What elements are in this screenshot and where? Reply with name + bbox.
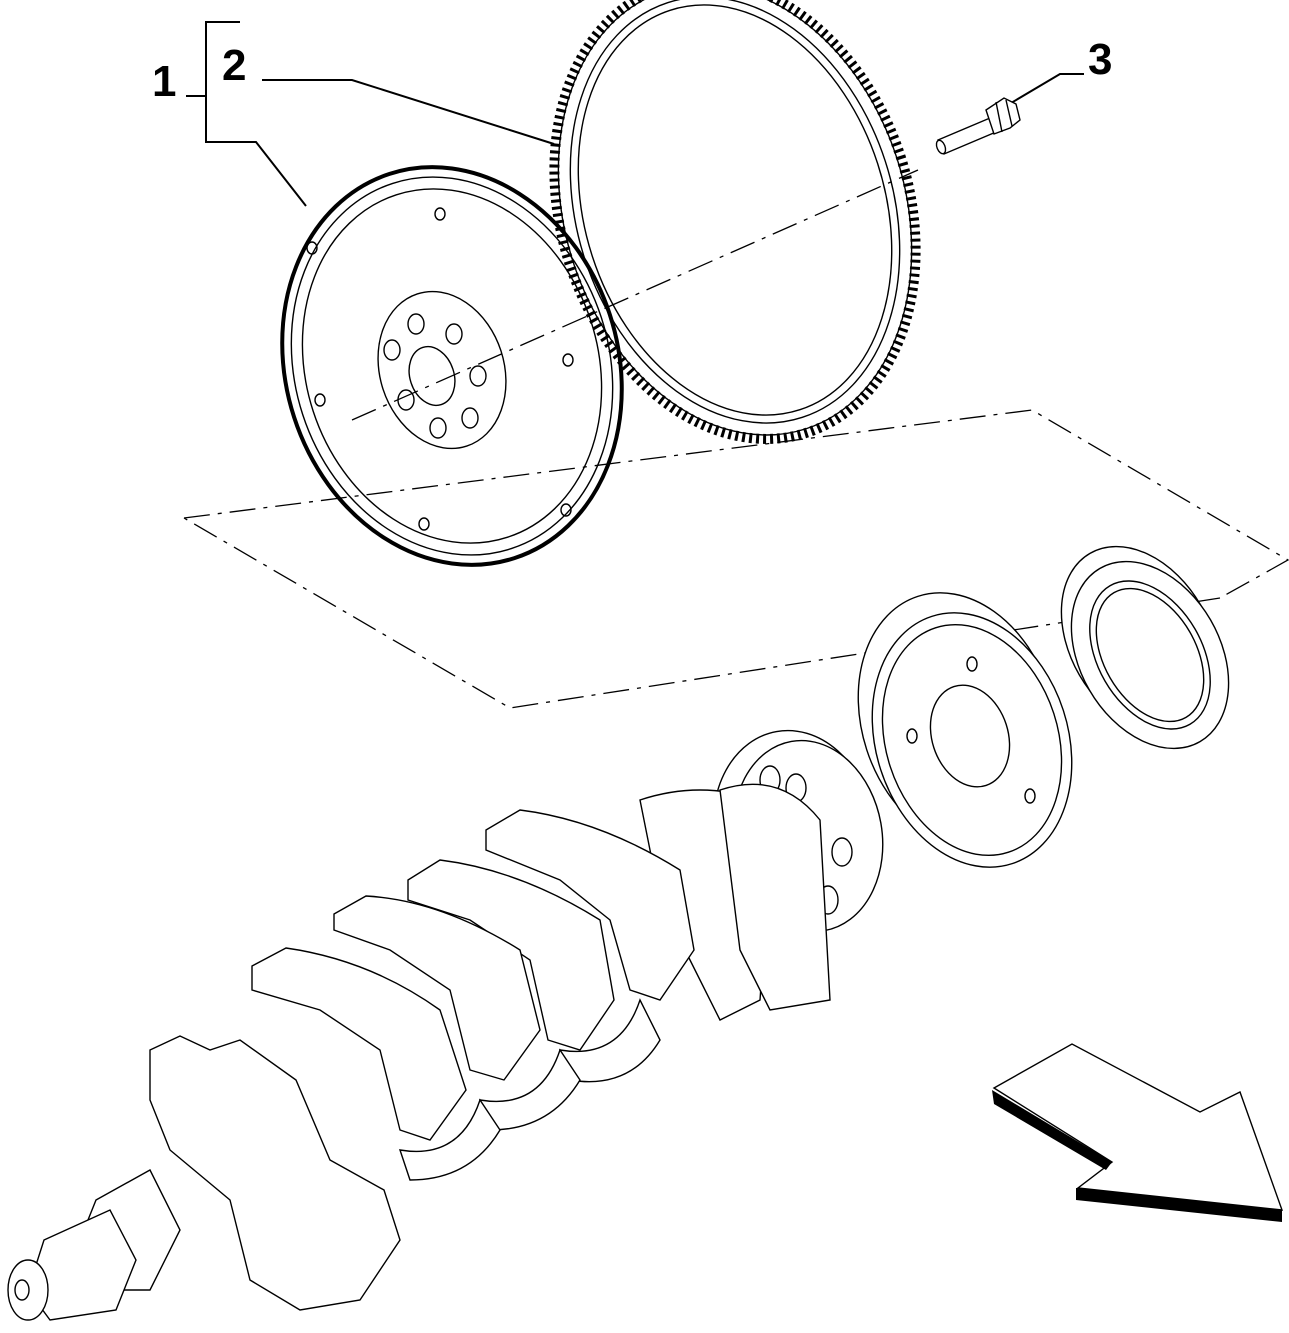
rim-hole bbox=[306, 241, 318, 255]
arrow-shadow-top bbox=[992, 1090, 1112, 1170]
hub-hole bbox=[383, 339, 401, 361]
crank-counterweight bbox=[251, 947, 467, 1141]
callout-2-leader bbox=[262, 79, 555, 145]
rim-hole bbox=[434, 207, 446, 221]
hub-hole bbox=[407, 313, 425, 335]
seal-outer-front bbox=[1070, 560, 1230, 750]
spacer-rim bbox=[881, 623, 1063, 857]
callout-group: 1 2 3 bbox=[152, 21, 1112, 207]
crank-front-throw bbox=[149, 1035, 401, 1311]
hub-hole bbox=[461, 407, 479, 429]
callout-2-label: 2 bbox=[222, 41, 246, 90]
ring-gear bbox=[549, 0, 921, 444]
rim-hole bbox=[418, 517, 430, 531]
bolt-tip bbox=[935, 139, 947, 155]
crank-counterweight bbox=[485, 809, 695, 1001]
crank-counterweight bbox=[333, 895, 541, 1081]
hub-hole bbox=[445, 323, 463, 345]
flywheel-hub bbox=[377, 290, 507, 450]
oil-seal bbox=[1060, 545, 1230, 750]
crank-journal bbox=[478, 1048, 581, 1131]
crank-journal bbox=[558, 998, 661, 1083]
assembly-axis-line bbox=[351, 169, 919, 421]
bolt-head-flats bbox=[995, 99, 1013, 133]
crank-journal bbox=[398, 1098, 501, 1181]
crank-nose bbox=[7, 1259, 49, 1321]
bolt bbox=[935, 97, 1021, 155]
callout-3-leader bbox=[1005, 73, 1084, 107]
spacer-hole bbox=[1024, 788, 1036, 804]
callout-1-label: 1 bbox=[152, 57, 176, 106]
seal-bore bbox=[1095, 587, 1205, 723]
bolt-shank bbox=[937, 117, 997, 155]
flywheel-rim-holes bbox=[306, 207, 574, 531]
flywheel-center-bore bbox=[408, 345, 456, 407]
flange-hole bbox=[831, 837, 853, 867]
crank-nose-hole bbox=[14, 1279, 30, 1301]
rim-hole bbox=[314, 393, 326, 407]
spacer-bore bbox=[929, 684, 1011, 788]
spacer-front bbox=[871, 612, 1073, 868]
flywheel-rim-inner bbox=[290, 176, 614, 556]
spacer-hole bbox=[906, 728, 918, 744]
rim-hole bbox=[560, 503, 572, 517]
crank-counterweight bbox=[407, 859, 615, 1051]
ring-gear-teeth bbox=[549, 0, 921, 444]
hub-hole bbox=[469, 365, 487, 387]
spacer-plate bbox=[857, 592, 1073, 868]
hub-hole bbox=[429, 417, 447, 439]
crankshaft bbox=[7, 729, 884, 1321]
ring-gear-band bbox=[569, 0, 901, 424]
spacer-hole bbox=[966, 656, 978, 672]
arrow-down-right-icon bbox=[992, 1043, 1284, 1222]
crank-web bbox=[719, 783, 831, 1011]
callout-1-bracket bbox=[205, 21, 307, 207]
ring-gear-inner-edge bbox=[577, 4, 893, 416]
callout-3-label: 3 bbox=[1088, 35, 1112, 84]
rim-hole bbox=[562, 353, 574, 367]
seal-inner-lip bbox=[1089, 580, 1211, 730]
flywheel bbox=[280, 165, 624, 567]
arrow-shadow-bottom bbox=[1076, 1188, 1282, 1222]
flywheel-hub-holes bbox=[383, 313, 487, 439]
